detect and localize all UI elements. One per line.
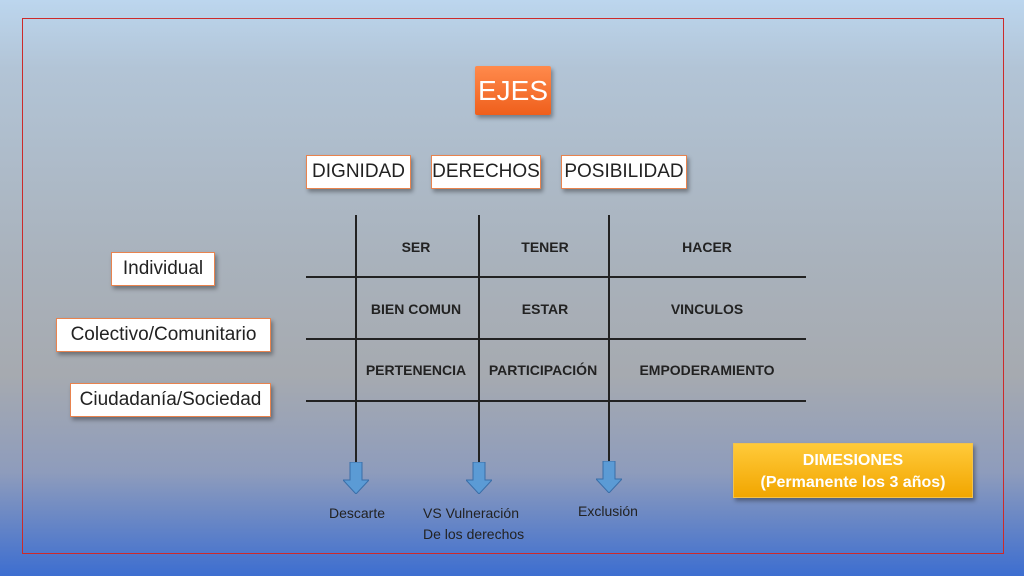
outcome-descarte: Descarte: [329, 505, 386, 521]
arrow-down-icon: [596, 461, 622, 493]
dimensions-line-2: (Permanente los 3 años): [760, 474, 946, 491]
cell-ser: SER: [401, 239, 431, 255]
grid-divider-1: [355, 215, 357, 467]
grid-line-1: [306, 276, 806, 278]
cell-empoderamiento: EMPODERAMIENTO: [639, 362, 775, 378]
slide-frame: [22, 18, 1004, 554]
cell-vinculos: VINCULOS: [670, 301, 744, 317]
axis-dignidad: DIGNIDAD: [306, 155, 411, 189]
axis-derechos: DERECHOS: [431, 155, 541, 189]
cell-estar: ESTAR: [521, 301, 569, 317]
grid-divider-3: [608, 215, 610, 467]
title-box: EJES: [475, 66, 551, 115]
cell-tener: TENER: [521, 239, 569, 255]
grid-divider-2: [478, 215, 480, 467]
cell-bien-comun: BIEN COMUN: [370, 301, 462, 317]
cell-participacion: PARTICIPACIÓN: [488, 362, 598, 378]
cell-pertenencia: PERTENENCIA: [365, 362, 467, 378]
cell-hacer: HACER: [682, 239, 732, 255]
row-individual: Individual: [111, 252, 215, 286]
axis-posibilidad: POSIBILIDAD: [561, 155, 687, 189]
row-colectivo: Colectivo/Comunitario: [56, 318, 271, 352]
arrow-down-icon: [466, 462, 492, 494]
arrow-down-icon: [343, 462, 369, 494]
outcome-vulneracion-2: De los derechos: [423, 526, 525, 542]
outcome-vulneracion-1: VS Vulneración: [423, 505, 519, 521]
outcome-exclusion: Exclusión: [578, 503, 638, 519]
row-ciudadania: Ciudadanía/Sociedad: [70, 383, 271, 417]
grid-line-3: [306, 400, 806, 402]
grid-line-2: [306, 338, 806, 340]
dimensions-line-1: DIMESIONES: [802, 452, 904, 469]
dimensions-box: DIMESIONES (Permanente los 3 años): [733, 443, 973, 498]
